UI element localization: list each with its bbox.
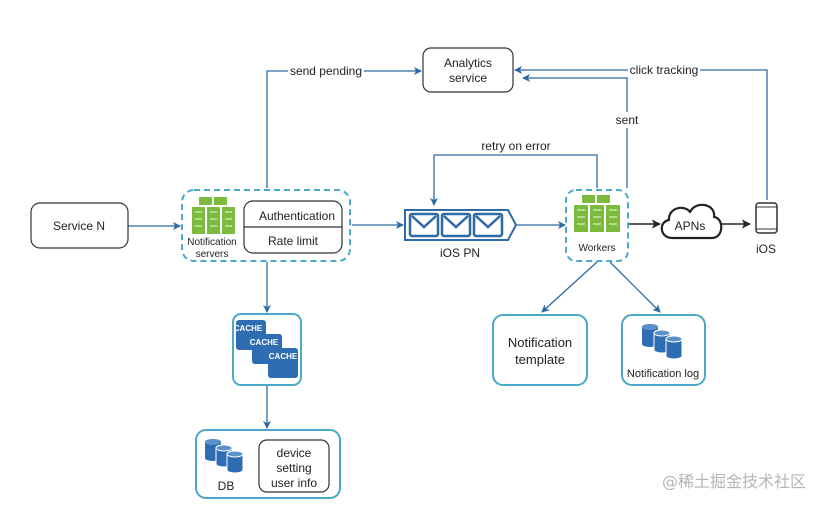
ios-label: iOS bbox=[756, 242, 776, 256]
edge-click-tracking-a bbox=[700, 69, 768, 200]
analytics-label-line1: Analytics bbox=[444, 56, 492, 70]
authentication-label: Authentication bbox=[259, 209, 335, 223]
template-label-line2: template bbox=[515, 352, 565, 367]
database-icon bbox=[642, 324, 683, 360]
watermark: @稀土掘金技术社区 bbox=[662, 472, 806, 491]
cache-node[interactable]: CACHE CACHE CACHE bbox=[232, 313, 302, 386]
server-rack-icon bbox=[192, 197, 235, 234]
edge-sent bbox=[522, 74, 628, 188]
notification-template-node[interactable]: Notification template bbox=[492, 314, 588, 386]
edges bbox=[128, 66, 768, 429]
label-retry-on-error: retry on error bbox=[481, 139, 550, 153]
db-node[interactable]: DB device setting user info bbox=[195, 429, 341, 499]
worker-server-icon bbox=[574, 195, 620, 232]
database-icon bbox=[205, 439, 244, 474]
edge-workers-to-log bbox=[609, 261, 661, 313]
notification-log-node[interactable]: Notification log bbox=[621, 314, 706, 386]
edge-retry-on-error bbox=[430, 154, 598, 206]
cache-block-icon bbox=[268, 348, 298, 378]
cache-label-1: CACHE bbox=[234, 324, 263, 333]
service-n-label: Service N bbox=[53, 219, 105, 233]
service-n-node[interactable]: Service N bbox=[30, 202, 129, 249]
workers-group[interactable]: Workers bbox=[565, 189, 629, 262]
edge-send-pending-a bbox=[266, 70, 288, 188]
cache-label-3: CACHE bbox=[269, 352, 298, 361]
analytics-service-node[interactable]: Analytics service bbox=[422, 47, 514, 93]
notification-servers-label-line2: servers bbox=[196, 249, 229, 260]
db-info-line2: setting bbox=[276, 461, 311, 475]
notification-servers-group[interactable]: Notification servers Authentication Rate… bbox=[181, 189, 351, 262]
apns-label: APNs bbox=[675, 219, 706, 233]
notification-log-label: Notification log bbox=[627, 368, 699, 380]
message-icons bbox=[408, 212, 504, 238]
phone-icon bbox=[755, 202, 778, 234]
edge-workers-to-template bbox=[541, 261, 598, 313]
label-sent-bg bbox=[612, 112, 642, 128]
ios-pn-label: iOS PN bbox=[440, 246, 480, 260]
template-label-line1: Notification bbox=[508, 335, 572, 350]
label-sent: sent bbox=[616, 113, 639, 127]
workers-label: Workers bbox=[578, 243, 615, 254]
ios-node[interactable]: iOS bbox=[755, 202, 778, 256]
apns-node[interactable]: APNs bbox=[660, 203, 723, 240]
db-label: DB bbox=[218, 479, 235, 493]
rate-limit-label: Rate limit bbox=[268, 234, 319, 248]
db-info-line3: user info bbox=[271, 476, 317, 490]
db-info-box bbox=[258, 439, 330, 493]
label-click-tracking: click tracking bbox=[630, 63, 699, 77]
ios-pn-queue[interactable]: iOS PN bbox=[404, 209, 518, 260]
analytics-label-line2: service bbox=[449, 71, 487, 85]
label-send-pending: send pending bbox=[290, 64, 362, 78]
cache-label-2: CACHE bbox=[250, 338, 279, 347]
notification-servers-label-line1: Notification bbox=[187, 237, 236, 248]
cloud-icon bbox=[660, 203, 723, 240]
db-info-line1: device bbox=[277, 446, 312, 460]
